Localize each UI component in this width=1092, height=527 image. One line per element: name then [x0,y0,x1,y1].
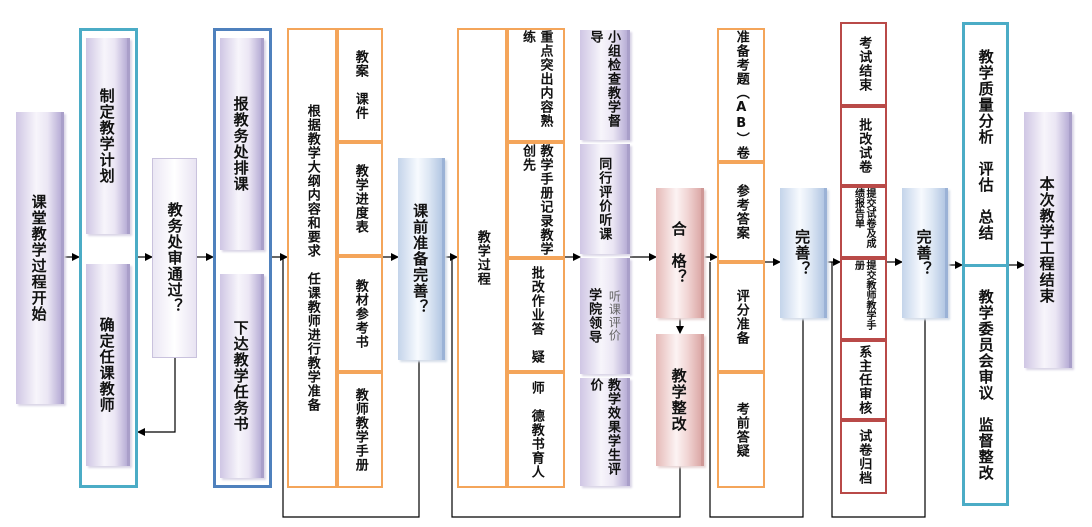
perfect-check-2-box: 完善？ [902,188,948,318]
assign-teacher-box: 确定任课教师 [86,264,130,466]
committee-box: 教学委员会审议 监督整改 [962,266,1009,506]
end-label: 本次教学工程结束 [1037,176,1056,304]
inspect-item-1: 小组检查教学督导 [580,30,630,140]
process-item-3: 批改作业答 疑 [507,258,565,372]
prep-done-label: 课前准备完善？ [411,203,430,315]
arrow-perfect2-loop [831,262,926,518]
after-exam-item-6-label: 试卷归档 [856,429,872,485]
inspect-item-4: 教学效果学生评价 [580,378,630,486]
prep-item-2-label: 教学进度表 [352,164,368,234]
after-exam-item-3-label: 提交试卷及成绩报告单 [852,188,876,248]
rectify-label: 教学整改 [669,368,688,432]
quality-analysis-label: 教学质量分析 评估 总结 [976,48,995,241]
plan-label: 制定教学计划 [97,88,116,184]
approve-check-label: 教务处审通过？ [165,202,184,314]
inspect-item-1-label: 小组检查教学督导 [587,30,621,128]
start-box: 课堂教学过程开始 [16,112,64,404]
arrow-perfect1-loop [709,262,804,518]
process-item-2-label: 教学手册记录教学创先 [520,144,553,256]
process-item-1: 重点突出内容熟练 [507,28,565,142]
arrow-prep-done-loop [282,257,420,518]
exam-item-1-label: 准备考题（AB）卷 [733,30,749,160]
issue-task-box: 下达教学任务书 [220,274,264,478]
prep-item-3: 教材参考书 [337,256,383,372]
exam-item-4-label: 考前答疑 [733,402,749,458]
after-exam-item-2: 批改试卷 [840,106,887,186]
assign-teacher-label: 确定任课教师 [97,317,116,413]
prep-item-3-label: 教材参考书 [352,279,368,349]
process-item-1-label: 重点突出内容熟练 [520,30,553,128]
rectify-box: 教学整改 [656,334,704,466]
after-exam-item-3: 提交试卷及成绩报告单 [840,186,887,258]
prep-item-1-label: 教案 课件 [352,50,368,120]
schedule-group-frame [213,28,272,488]
prep-item-4-label: 教师教学手册 [352,388,368,472]
perfect-check-1-box: 完善？ [780,188,827,318]
plan-box: 制定教学计划 [86,38,130,234]
after-exam-item-5: 系主任审核 [840,340,887,420]
process-item-2: 教学手册记录教学创先 [507,142,565,258]
approve-check-box: 教务处审通过？ [152,158,197,358]
prep-description-label: 根据教学大纲内容和要求 任课教师进行教学准备 [304,104,320,412]
exam-item-1: 准备考题（AB）卷 [717,28,765,162]
inspect-item-3-label: 学院领导 [586,288,602,344]
end-box: 本次教学工程结束 [1024,112,1072,368]
quality-analysis-box: 教学质量分析 评估 总结 [962,22,1009,266]
after-exam-item-1: 考试结束 [840,22,887,106]
after-exam-item-4-label: 提交教师教学手册 [852,260,876,330]
exam-item-2-label: 参考答案 [733,184,749,240]
prep-item-2: 教学进度表 [337,142,383,256]
prep-item-4: 教师教学手册 [337,372,383,488]
after-exam-item-4: 提交教师教学手册 [840,258,887,340]
after-exam-item-6: 试卷归档 [840,420,887,494]
committee-label: 教学委员会审议 监督整改 [976,289,995,481]
after-exam-item-5-label: 系主任审核 [856,345,872,415]
exam-item-3-label: 评分准备 [733,289,749,345]
process-item-3-label: 批改作业答 疑 [528,266,544,364]
inspect-item-4-label: 教学效果学生评价 [587,378,621,476]
teaching-process-label: 教学过程 [474,230,490,286]
issue-task-label: 下达教学任务书 [231,320,250,432]
report-schedule-box: 报教务处排课 [220,38,264,250]
after-exam-item-1-label: 考试结束 [856,36,872,92]
process-item-4-label: 师 德教书育人 [528,381,544,479]
perfect-check-2-label: 完善？ [914,229,933,277]
prep-description-box: 根据教学大纲内容和要求 任课教师进行教学准备 [287,28,337,488]
start-label: 课堂教学过程开始 [29,194,48,322]
prep-item-1: 教案 课件 [337,28,383,142]
arrow-approve-loop-back [137,358,176,436]
inspect-item-2: 同行评价听课 [580,144,630,254]
inspect-item-3-side-label: 听课评价 [607,290,622,342]
qualified-box: 合 格？ [656,188,704,318]
qualified-label: 合 格？ [669,221,688,285]
inspect-item-3: 学院领导 听课评价 [580,258,630,374]
prep-done-box: 课前准备完善？ [398,158,445,360]
exam-item-3: 评分准备 [717,262,765,372]
exam-item-4: 考前答疑 [717,372,765,488]
report-schedule-label: 报教务处排课 [231,96,250,192]
inspect-item-2-label: 同行评价听课 [596,157,612,241]
process-item-4: 师 德教书育人 [507,372,565,488]
teaching-process-box: 教学过程 [457,28,507,488]
after-exam-item-2-label: 批改试卷 [856,118,872,174]
plan-group-frame [79,28,138,488]
perfect-check-1-label: 完善？ [793,229,812,277]
arrow-rectify-loop [451,257,681,518]
exam-item-2: 参考答案 [717,162,765,262]
